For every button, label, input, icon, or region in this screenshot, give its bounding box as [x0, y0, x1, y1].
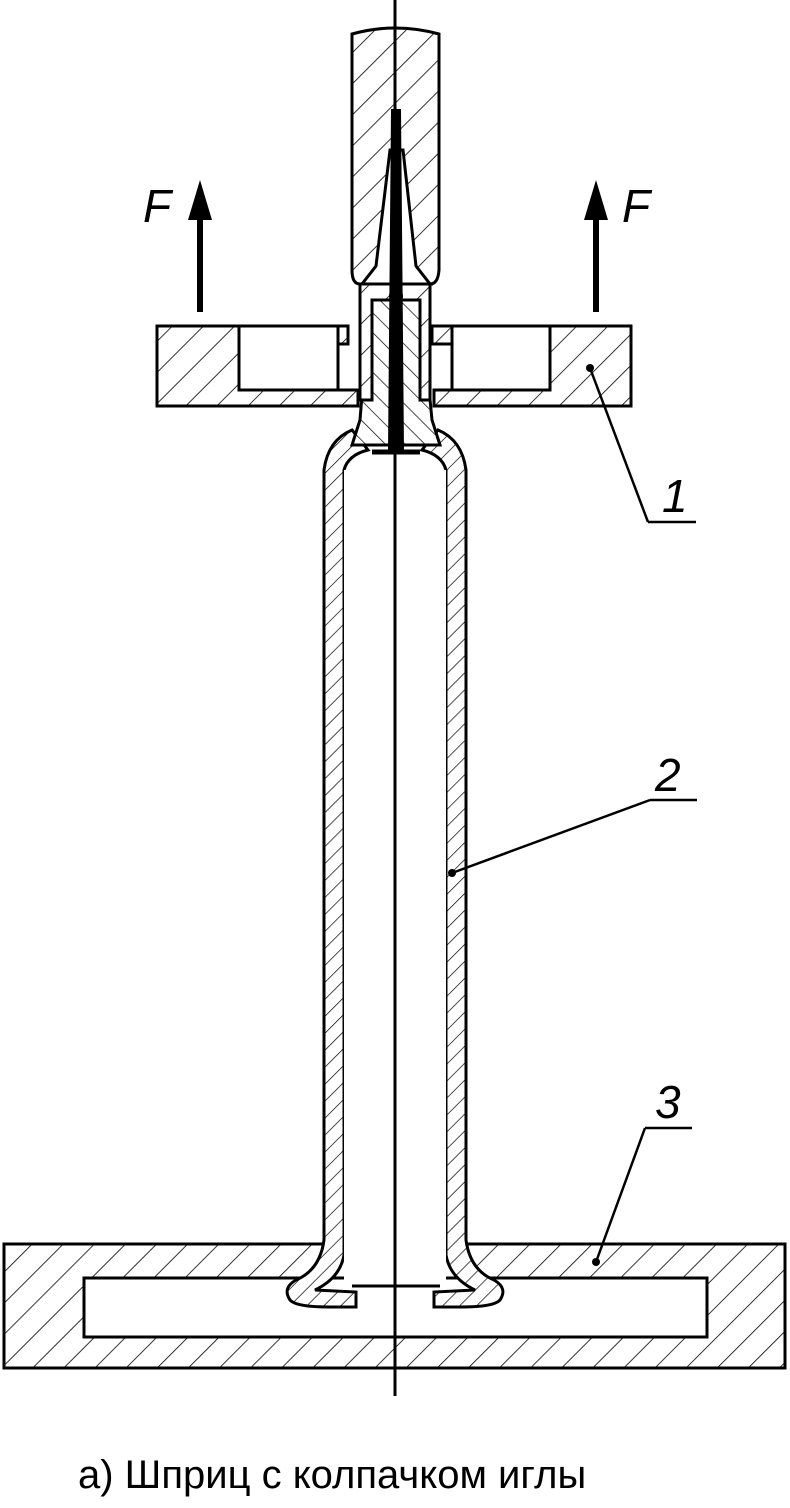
clamp-recess-left: [237, 324, 340, 392]
needle-joint-dot: [389, 289, 403, 303]
callout-3: [592, 1126, 692, 1266]
force-label-right: F: [622, 180, 653, 232]
callout-label-3: 3: [655, 1076, 681, 1128]
callout-label-1: 1: [662, 470, 688, 522]
figure-caption: а) Шприц с колпачком иглы: [78, 1453, 586, 1497]
callout-2: [448, 798, 697, 877]
callout-1: [586, 364, 696, 524]
force-arrow-right: [584, 180, 608, 312]
force-arrow-left: [188, 180, 212, 312]
force-label-left: F: [143, 180, 174, 232]
callout-label-2: 2: [654, 749, 681, 801]
clamp-plate: [155, 324, 633, 408]
clamp-recess-right: [450, 324, 552, 392]
needle: [387, 109, 405, 453]
